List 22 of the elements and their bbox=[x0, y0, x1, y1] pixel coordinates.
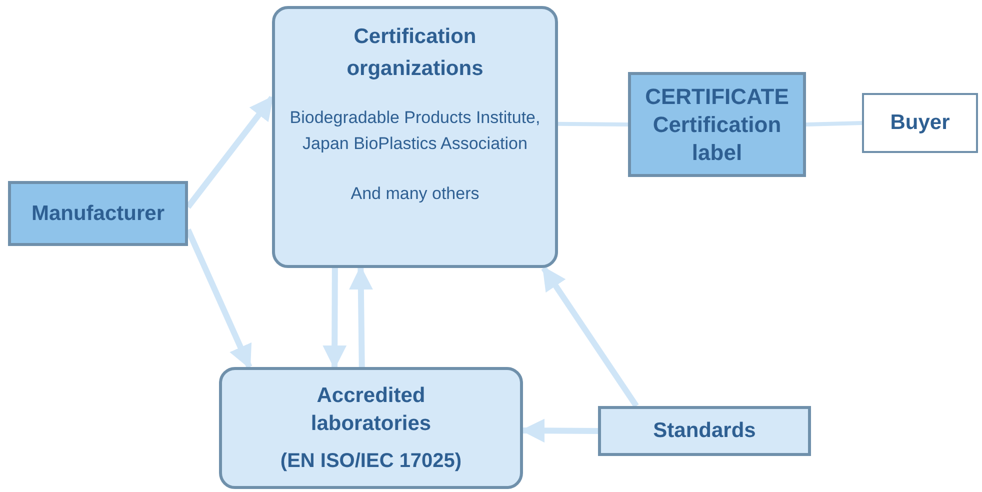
node-text: Biodegradable Products Institute, Japan BioPlastics Association bbox=[288, 107, 542, 155]
node-text: Certification label bbox=[652, 110, 782, 166]
arrow bbox=[348, 266, 373, 368]
node-title: Buyer bbox=[890, 110, 950, 136]
connector-line bbox=[558, 122, 628, 126]
process-box bbox=[8, 181, 188, 246]
arrow bbox=[541, 266, 639, 408]
node-text: (EN ISO/IEC 17025) bbox=[280, 449, 462, 474]
connector-line bbox=[806, 121, 862, 126]
process-box bbox=[598, 406, 811, 456]
node-title: CERTIFICATE bbox=[645, 82, 789, 110]
process-box bbox=[628, 72, 806, 177]
node-title: Certification organizations bbox=[346, 24, 484, 82]
process-box bbox=[862, 93, 978, 153]
node-title: Standards bbox=[653, 418, 756, 444]
process-box bbox=[272, 6, 558, 268]
process-box bbox=[219, 367, 523, 489]
arrow bbox=[322, 268, 347, 370]
arrow bbox=[520, 418, 598, 443]
node-title: Accredited laboratories bbox=[310, 383, 432, 437]
node-title: Manufacturer bbox=[31, 200, 165, 227]
node-text: And many others bbox=[350, 183, 480, 205]
